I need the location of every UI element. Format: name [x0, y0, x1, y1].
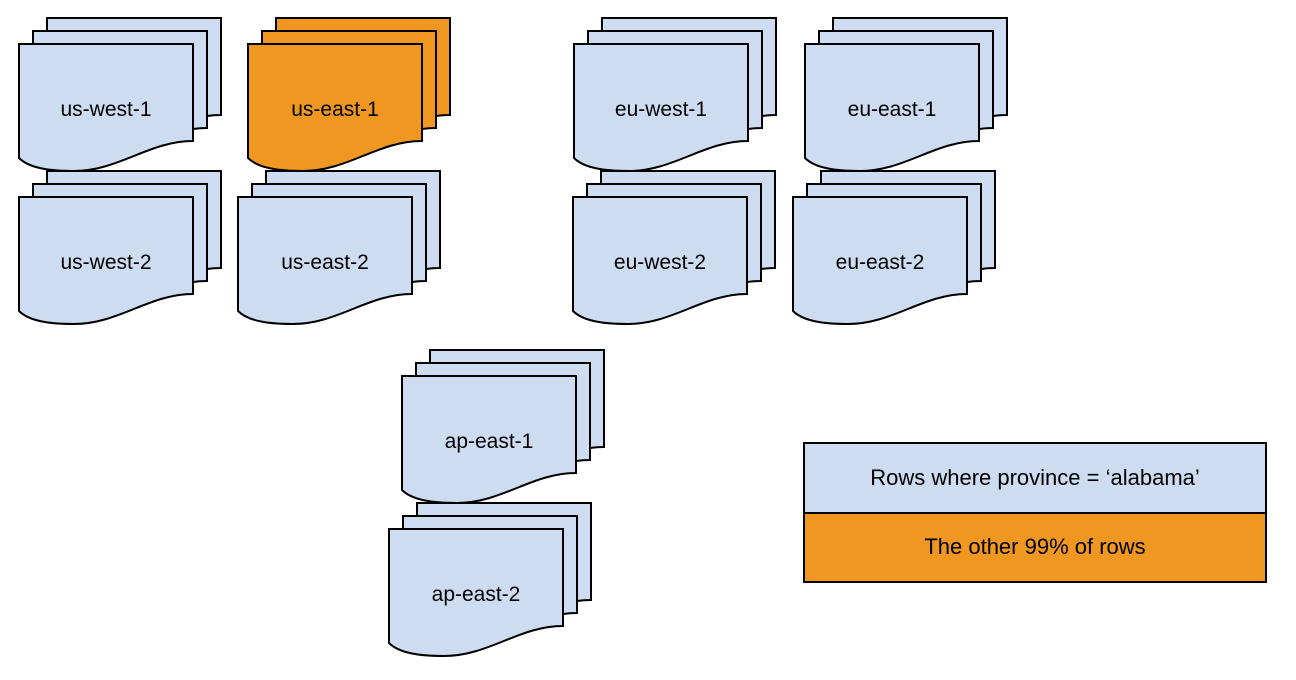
document-shape [388, 528, 564, 658]
region-stack-us-west-1: us-west-1 [18, 17, 222, 173]
document-shape [18, 43, 194, 173]
region-label: us-west-2 [60, 251, 151, 274]
region-stack-eu-west-2: eu-west-2 [572, 170, 776, 326]
region-label: ap-east-2 [432, 583, 521, 606]
legend-item-alabama-rows: Rows where province = ‘alabama’ [805, 444, 1265, 512]
legend-item-label: The other 99% of rows [924, 534, 1146, 560]
region-label: eu-east-2 [836, 251, 925, 274]
region-label: eu-east-1 [848, 98, 937, 121]
region-label: ap-east-1 [445, 430, 534, 453]
document-shape [573, 43, 749, 173]
region-label: us-east-2 [281, 251, 369, 274]
region-stack-eu-east-1: eu-east-1 [804, 17, 1008, 173]
region-stack-eu-east-2: eu-east-2 [792, 170, 996, 326]
region-stack-us-east-1: us-east-1 [247, 17, 451, 173]
region-stack-us-east-2: us-east-2 [237, 170, 441, 326]
region-label: eu-west-2 [614, 251, 706, 274]
legend-item-other-rows: The other 99% of rows [805, 511, 1265, 581]
region-label: us-east-1 [291, 98, 379, 121]
region-stack-eu-west-1: eu-west-1 [573, 17, 777, 173]
region-stack-us-west-2: us-west-2 [18, 170, 222, 326]
region-stack-ap-east-1: ap-east-1 [401, 349, 605, 505]
document-shape [18, 196, 194, 326]
region-label: us-west-1 [60, 98, 151, 121]
document-shape [401, 375, 577, 505]
document-shape [792, 196, 968, 326]
legend: Rows where province = ‘alabama’ The othe… [803, 442, 1267, 583]
region-label: eu-west-1 [615, 98, 707, 121]
document-shape [572, 196, 748, 326]
legend-item-label: Rows where province = ‘alabama’ [870, 464, 1200, 490]
document-shape [237, 196, 413, 326]
document-shape [804, 43, 980, 173]
document-shape [247, 43, 423, 173]
region-stack-ap-east-2: ap-east-2 [388, 502, 592, 658]
